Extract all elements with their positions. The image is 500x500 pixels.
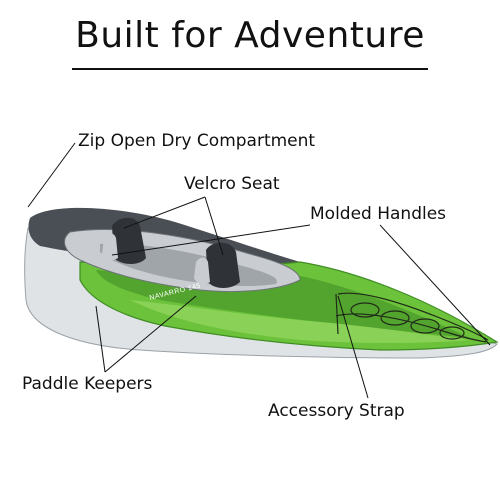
callout-velcro-seat: Velcro Seat <box>184 174 280 194</box>
seat-front <box>102 217 146 264</box>
callout-molded-handles: Molded Handles <box>310 204 447 224</box>
callout-zip-open-dry-compartment: Zip Open Dry Compartment <box>78 131 316 151</box>
accessory-strap-net <box>335 292 489 343</box>
title-underline <box>72 68 428 70</box>
seat-rear <box>194 242 240 288</box>
page-title: Built for Adventure <box>75 15 425 56</box>
callout-paddle-keepers: Paddle Keepers <box>22 374 153 394</box>
callout-accessory-strap: Accessory Strap <box>268 401 405 421</box>
kayak-hull <box>24 207 499 359</box>
callout-lines <box>27 142 491 399</box>
